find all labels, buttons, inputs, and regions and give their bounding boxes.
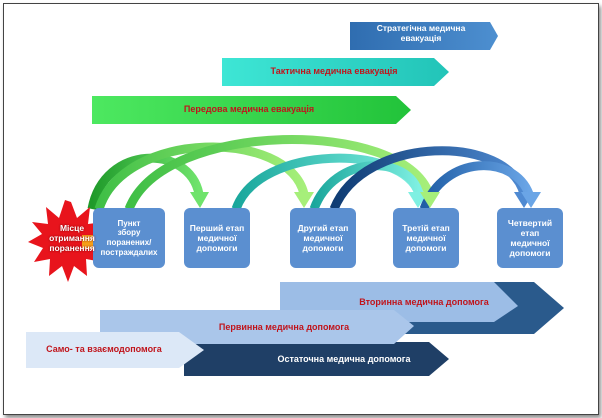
injury-starburst — [28, 200, 108, 282]
arrowhead-third-b — [420, 192, 440, 208]
diagram-frame: Стратегічна медична евакуація Тактична м… — [3, 3, 599, 415]
arc-third-to-fourth — [419, 161, 534, 211]
collection-point-box: Пункт збору поранених/ постраждалих — [93, 208, 165, 268]
fourth-stage-box: Четвертий етап медичної допомоги — [497, 208, 563, 268]
primary-care-label: Первинна медична допомога — [218, 322, 350, 332]
arrowhead-fourth-b — [521, 192, 541, 208]
definitive-care-label: Остаточна медична допомога — [277, 354, 411, 364]
self-care-arrow — [26, 332, 204, 368]
injury-site-label: Місце отримання поранення — [49, 223, 95, 253]
tactical-evacuation-label: Тактична медична евакуація — [270, 66, 398, 76]
second-stage-box: Другий етап медичної допомоги — [290, 208, 356, 268]
strategic-evacuation-label: Стратегічна медична евакуація — [376, 23, 466, 43]
arrowhead-second — [294, 192, 314, 208]
third-stage-box: Третій етап медичної допомоги — [393, 208, 459, 268]
tactical-evacuation-arrow — [222, 58, 449, 86]
definitive-care-arrow — [184, 342, 449, 376]
self-care-label: Само- та взаємодопомога — [46, 344, 162, 354]
forward-evacuation-label: Передова медична евакуація — [183, 104, 315, 114]
strategic-evacuation-arrow — [350, 22, 498, 50]
arrowhead-first — [190, 192, 209, 208]
first-stage-box: Перший етап медичної допомоги — [184, 208, 250, 268]
forward-evacuation-arrow — [92, 96, 411, 124]
arc-collection-to-third — [124, 134, 434, 211]
diagram-graphics — [26, 22, 564, 376]
secondary-care-label: Вторинна медична допомога — [359, 297, 489, 307]
